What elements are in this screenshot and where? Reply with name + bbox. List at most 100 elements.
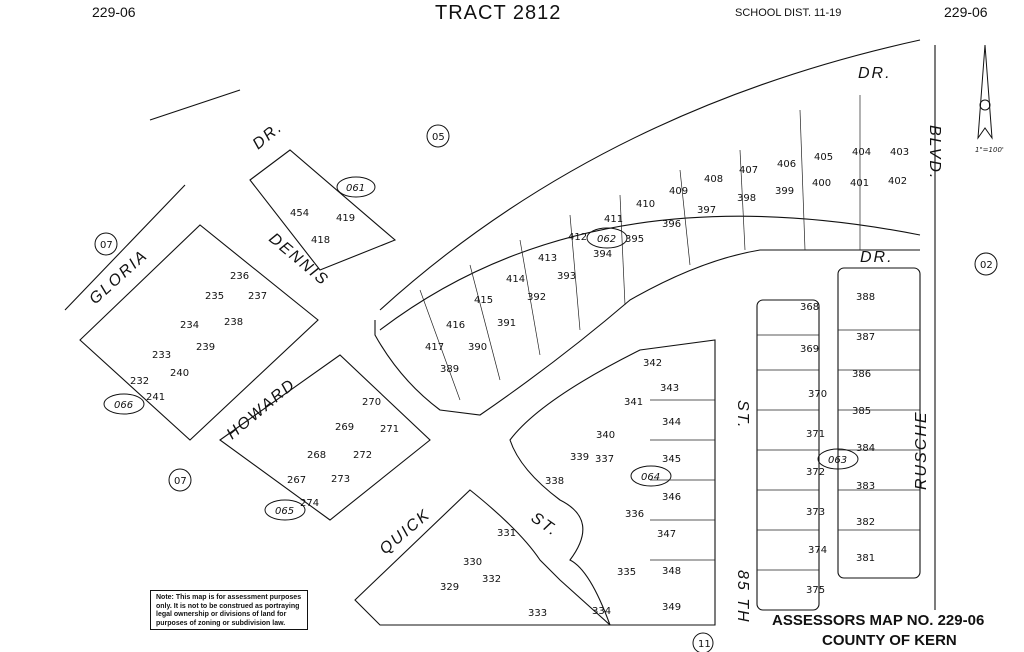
lot-384: 384 <box>856 443 875 454</box>
lot-333: 333 <box>528 608 547 619</box>
lot-272: 272 <box>353 450 372 461</box>
block-062-ellipse <box>586 227 628 249</box>
dennis-dr-edge <box>149 89 241 121</box>
lot-338: 338 <box>545 476 564 487</box>
lot-349: 349 <box>662 602 681 613</box>
lot-374: 374 <box>808 545 827 556</box>
block-065-ellipse <box>264 499 306 521</box>
map-ref-05: 05 <box>432 132 445 143</box>
lot-332: 332 <box>482 574 501 585</box>
block-064 <box>509 339 716 626</box>
block-061-id: 061 <box>346 183 365 194</box>
lot-415: 415 <box>474 295 493 306</box>
lot-337: 337 <box>595 454 614 465</box>
lot-389: 389 <box>440 364 459 375</box>
lot-336: 336 <box>625 509 644 520</box>
block-063-ellipse <box>817 448 859 470</box>
block-062-south-edge <box>374 249 920 416</box>
lot-417: 417 <box>425 342 444 353</box>
map-ref-07a: 07 <box>100 240 113 251</box>
lot-454: 454 <box>290 208 309 219</box>
lot-233: 233 <box>152 350 171 361</box>
lot-387: 387 <box>856 332 875 343</box>
lot-375: 375 <box>806 585 825 596</box>
lot-416: 416 <box>446 320 465 331</box>
lot-381: 381 <box>856 553 875 564</box>
map-ref-11-circle <box>692 632 714 652</box>
lot-408: 408 <box>704 174 723 185</box>
lot-411: 411 <box>604 214 623 225</box>
lot-371: 371 <box>806 429 825 440</box>
lot-271: 271 <box>380 424 399 435</box>
school-district: SCHOOL DIST. 11-19 <box>735 7 841 19</box>
lot-393: 393 <box>557 271 576 282</box>
lot-385: 385 <box>852 406 871 417</box>
lot-390: 390 <box>468 342 487 353</box>
lot-334: 334 <box>592 606 611 617</box>
gloria-edge <box>64 184 186 311</box>
lot-403: 403 <box>890 147 909 158</box>
howard-label: HOWARD <box>224 376 300 443</box>
lot-237: 237 <box>248 291 267 302</box>
assessor-map-number: ASSESSORS MAP NO. 229-06 <box>772 612 984 629</box>
blvd-label: BLVD. <box>926 125 943 180</box>
lot-340: 340 <box>596 430 615 441</box>
lot-372: 372 <box>806 467 825 478</box>
lot-405: 405 <box>814 152 833 163</box>
85th-label: 85 TH <box>734 570 751 624</box>
block-063-id: 063 <box>828 455 847 466</box>
lot-392: 392 <box>527 292 546 303</box>
lot-412: 412 <box>568 232 587 243</box>
county-name: COUNTY OF KERN <box>822 632 957 649</box>
lot-402: 402 <box>888 176 907 187</box>
block-061 <box>249 149 397 271</box>
lot-369: 369 <box>800 344 819 355</box>
st-label-quick: ST. <box>528 509 562 540</box>
rusche-label: RUSCHE <box>913 410 930 490</box>
tract-title: TRACT 2812 <box>435 2 561 24</box>
north-arrow-icon <box>977 44 993 140</box>
lot-404: 404 <box>852 147 871 158</box>
lot-329: 329 <box>440 582 459 593</box>
lot-348: 348 <box>662 566 681 577</box>
lot-267: 267 <box>287 475 306 486</box>
dr-label-north: DR. <box>858 65 892 82</box>
lot-347: 347 <box>657 529 676 540</box>
map-ref-02-circle <box>974 252 998 276</box>
lot-345: 345 <box>662 454 681 465</box>
lot-235: 235 <box>205 291 224 302</box>
block-066-id: 066 <box>114 400 133 411</box>
lot-344: 344 <box>662 417 681 428</box>
book-page-left: 229-06 <box>92 4 136 20</box>
lot-413: 413 <box>538 253 557 264</box>
map-ref-07b: 07 <box>174 476 187 487</box>
lot-331: 331 <box>497 528 516 539</box>
scale-label: 1"=100' <box>975 146 1004 154</box>
map-ref-02: 02 <box>980 260 993 271</box>
lot-382: 382 <box>856 517 875 528</box>
lot-339: 339 <box>570 452 589 463</box>
lot-240: 240 <box>170 368 189 379</box>
lot-269: 269 <box>335 422 354 433</box>
lot-270: 270 <box>362 397 381 408</box>
lot-398: 398 <box>737 193 756 204</box>
block-064-ellipse <box>630 465 672 487</box>
block-065-id: 065 <box>275 506 294 517</box>
block-065 <box>219 354 431 521</box>
lot-234: 234 <box>180 320 199 331</box>
block-rusche-east <box>837 267 921 579</box>
lot-238: 238 <box>224 317 243 328</box>
block-quick-south <box>354 489 612 626</box>
lot-414: 414 <box>506 274 525 285</box>
lot-239: 239 <box>196 342 215 353</box>
lot-400: 400 <box>812 178 831 189</box>
map-ref-07a-circle <box>94 232 118 256</box>
block-066-ellipse <box>103 393 145 415</box>
lot-236: 236 <box>230 271 249 282</box>
disclaimer-note: Note: This map is for assessment purpose… <box>150 590 308 630</box>
lot-330: 330 <box>463 557 482 568</box>
lot-418: 418 <box>311 235 330 246</box>
lot-407: 407 <box>739 165 758 176</box>
